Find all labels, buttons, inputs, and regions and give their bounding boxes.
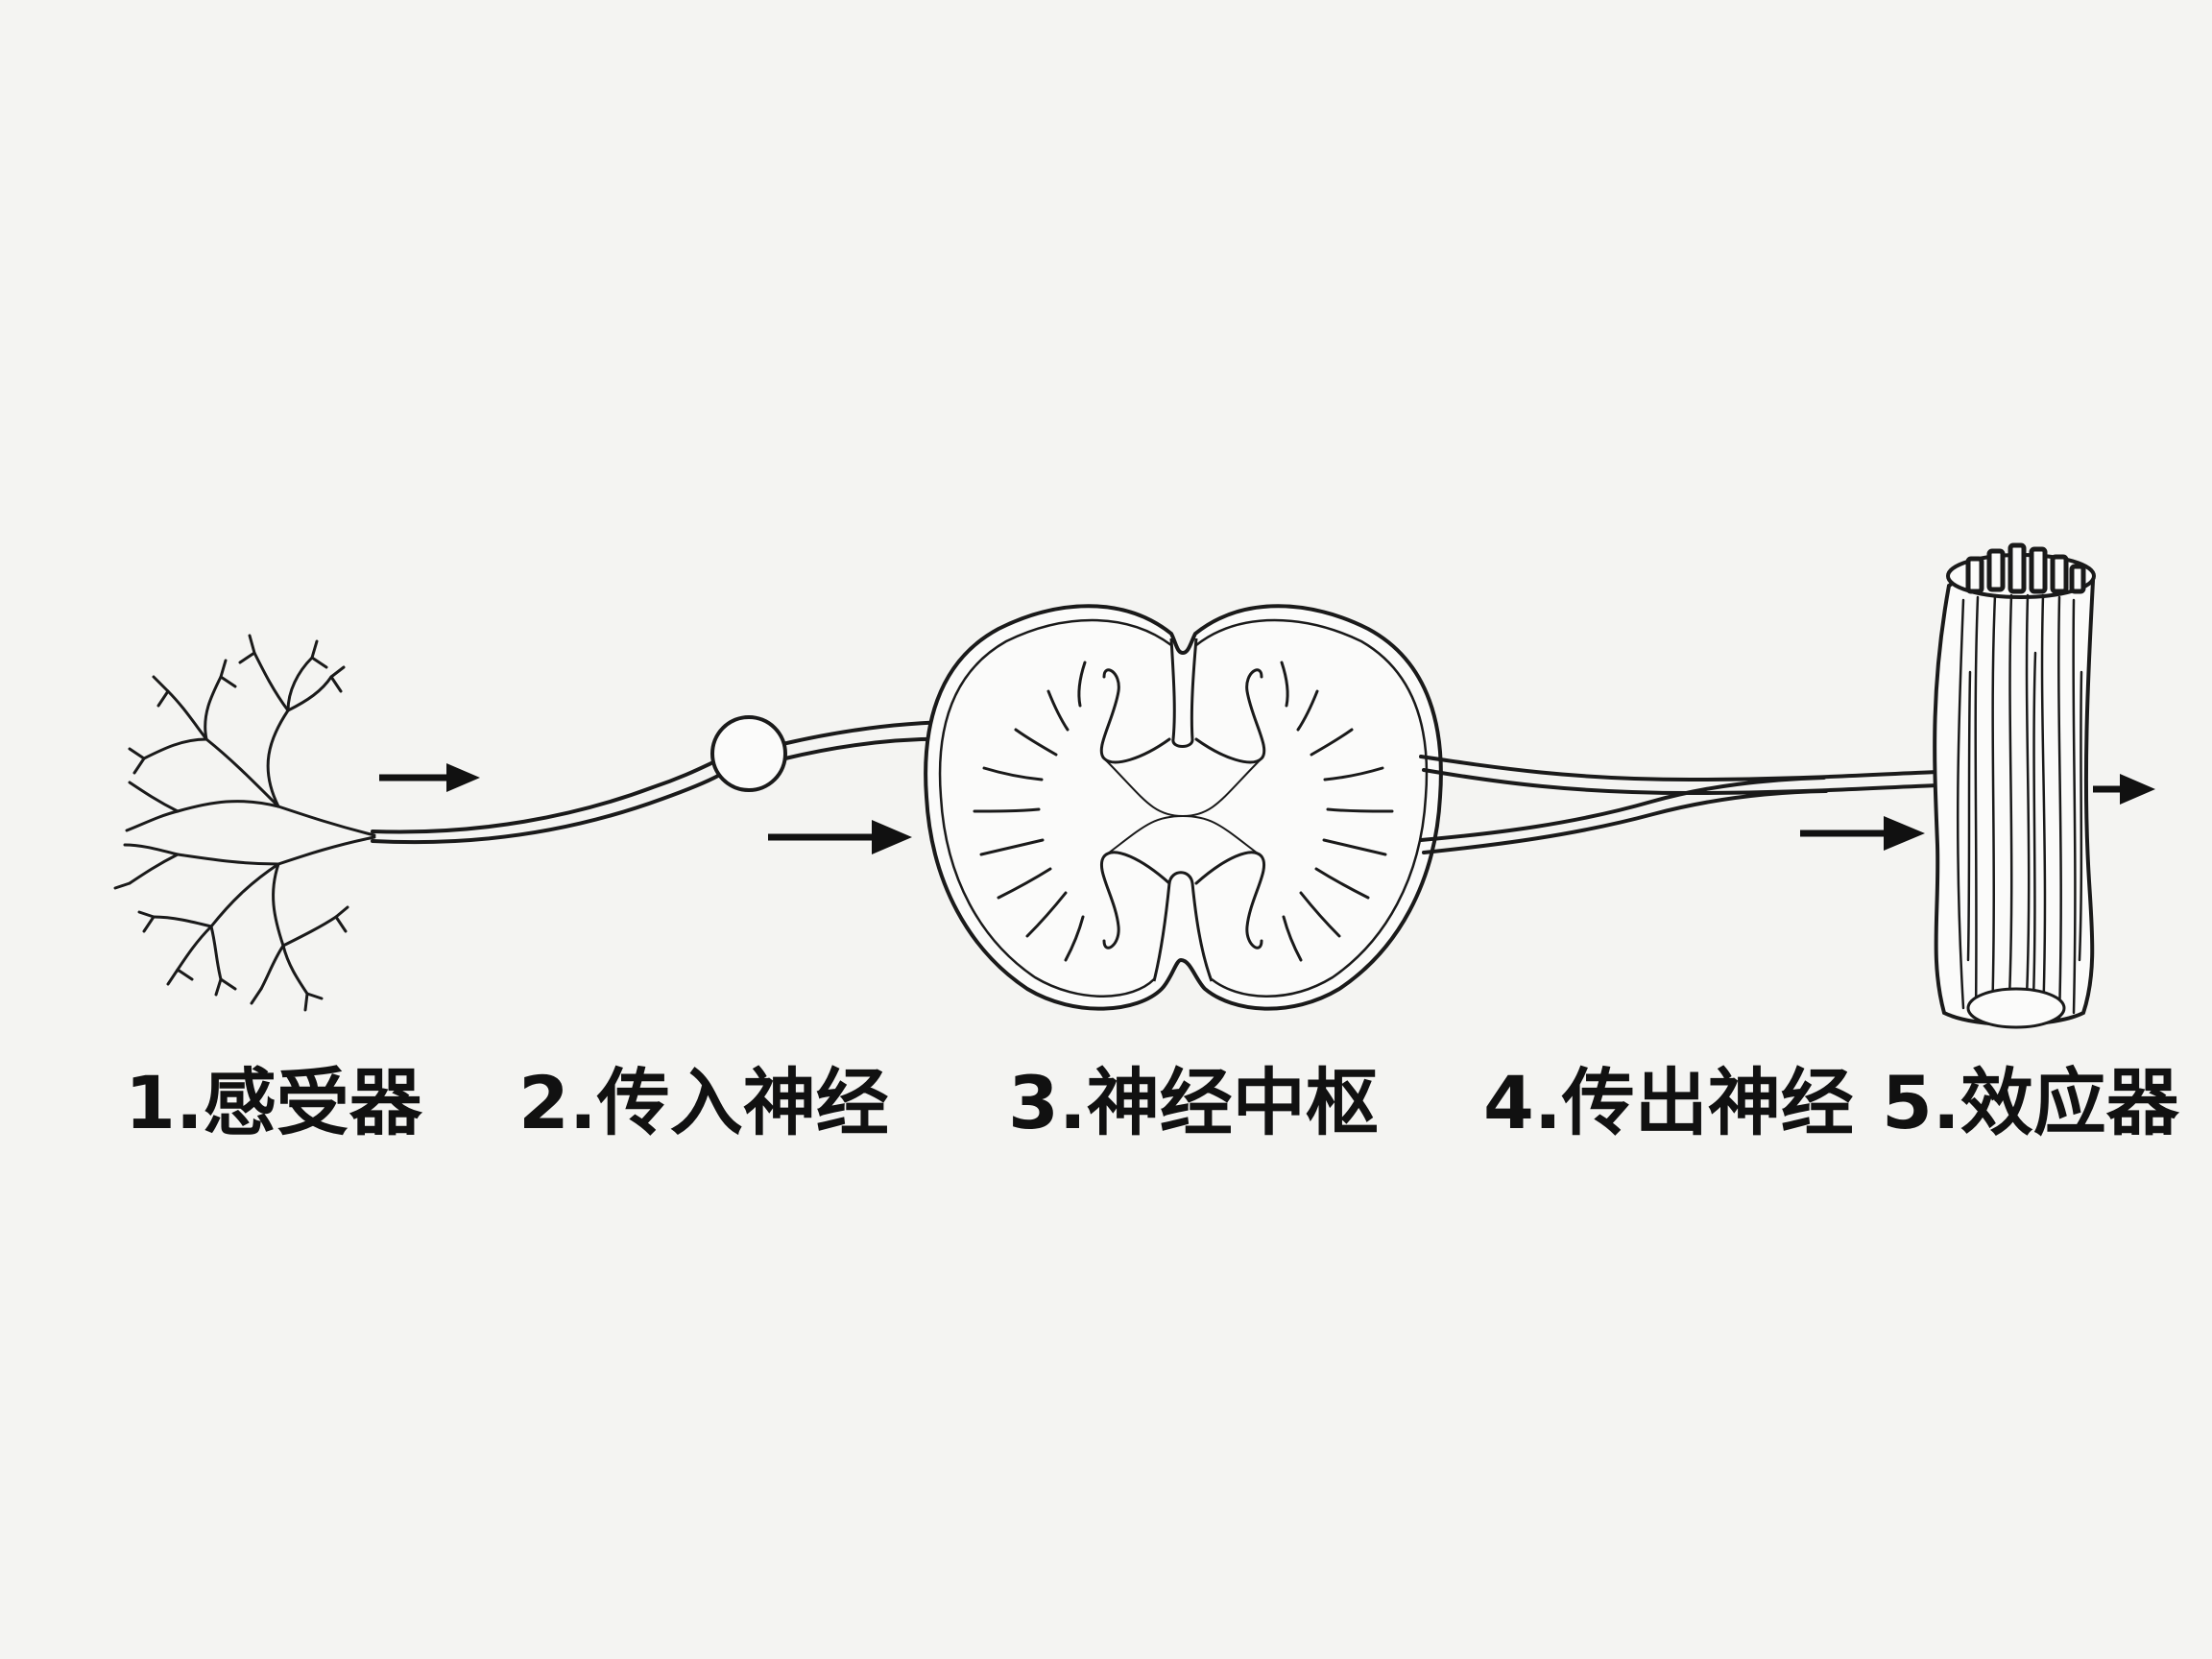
label-afferent-nerve: 2.传入神经 bbox=[518, 1060, 889, 1145]
label-effector: 5.效应器 bbox=[1882, 1060, 2180, 1145]
arrow-icon bbox=[2093, 774, 2155, 805]
arrow-icon bbox=[379, 763, 480, 792]
arrow-icon bbox=[1800, 816, 1925, 851]
arrow-icon bbox=[768, 820, 912, 854]
stage-labels: 1.感受器 2.传入神经 3.神经中枢 4.传出神经 5.效应器 bbox=[125, 1060, 2180, 1145]
ganglion bbox=[710, 715, 787, 792]
efferent-nerve bbox=[1419, 755, 1941, 854]
label-receptor: 1.感受器 bbox=[125, 1060, 423, 1145]
label-nerve-center: 3.神经中枢 bbox=[1008, 1060, 1379, 1145]
label-efferent-nerve: 4.传出神经 bbox=[1483, 1060, 1854, 1145]
spinal-cord-section bbox=[924, 604, 1443, 1011]
arrows bbox=[379, 763, 2155, 854]
receptor-branches bbox=[113, 634, 376, 1012]
muscle-bundle bbox=[1933, 542, 2096, 1029]
